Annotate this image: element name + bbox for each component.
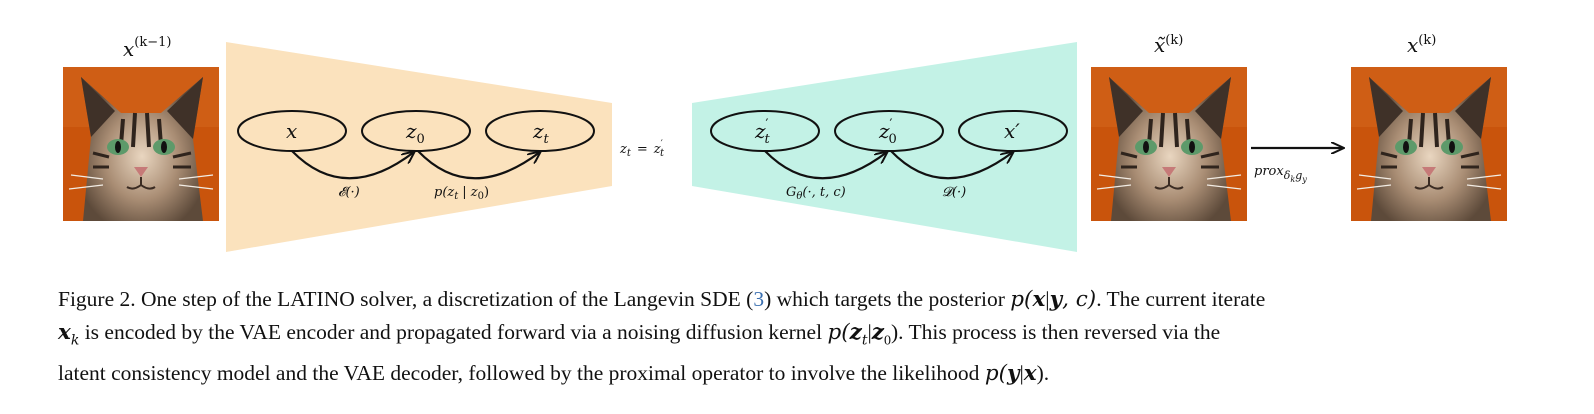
node-x-prime-label: x′	[1004, 119, 1020, 143]
node-x-label: x	[286, 119, 297, 143]
intermediate-image-label: x̃(k)	[1154, 33, 1183, 57]
latino-diagram: x(k−1) x z0 zt 𝓔(·) p(zt| z0) zt=z′t z′t…	[61, 33, 1509, 252]
noising-edge-label: p(zt| z0)	[434, 185, 489, 202]
caption-line-2: xk is encoded by the VAE encoder and pro…	[58, 320, 1221, 349]
cat-photo-icon	[61, 65, 221, 223]
encoder-arrow	[291, 151, 414, 180]
output-image-label: x(k)	[1407, 33, 1436, 57]
decoder-arrow	[890, 151, 1013, 180]
decoder-edge-label: 𝓓(·)	[942, 185, 966, 200]
consistency-arrow	[764, 151, 887, 180]
prox-label: proxδkgy	[1254, 164, 1307, 184]
node-z0-prime-label: z′0	[878, 117, 897, 147]
cat-photo-icon	[1349, 65, 1509, 223]
cat-photo-icon	[1089, 65, 1249, 223]
figure-caption: Figure 2. One step of the LATINO solver,…	[58, 283, 1548, 390]
encoder-edge-label: 𝓔(·)	[338, 185, 360, 200]
node-zt-prime-label: z′t	[754, 117, 771, 147]
noising-arrow	[417, 151, 540, 180]
input-image-label: x(k−1)	[123, 35, 171, 61]
encoder-trapezoid	[226, 42, 612, 252]
equation-ref-link[interactable]: 3	[753, 287, 765, 311]
latent-equality: zt=z′t	[619, 139, 665, 159]
consistency-edge-label: Gθ(·, t, c)	[786, 185, 846, 202]
caption-line-1: Figure 2. One step of the LATINO solver,…	[58, 287, 1266, 312]
node-z0-label: z0	[405, 119, 425, 147]
node-zt-label: zt	[532, 119, 550, 147]
caption-line-3: latent consistency model and the VAE dec…	[58, 361, 1050, 387]
decoder-trapezoid	[692, 42, 1077, 252]
